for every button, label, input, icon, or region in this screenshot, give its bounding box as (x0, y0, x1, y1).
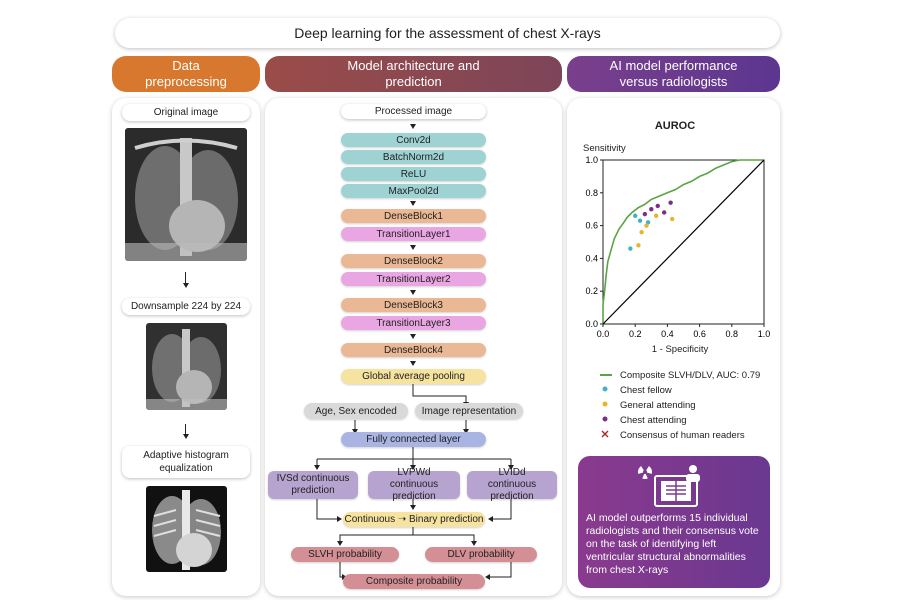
column-header-preprocessing: Data preprocessing (112, 56, 260, 92)
transitionlayer3-layer: TransitionLayer3 (341, 316, 486, 330)
roc-title: AUROC (654, 120, 696, 132)
histogram-label: Adaptive histogram equalization (122, 446, 250, 478)
transitionlayer2-layer: TransitionLayer2 (341, 272, 486, 286)
slvh-probability-box: SLVH probability (291, 547, 399, 562)
denseblock2-layer: DenseBlock2 (341, 254, 486, 268)
y-tick-label: 0.6 (585, 221, 598, 231)
reader-point (655, 203, 660, 209)
original-xray-image (125, 128, 247, 261)
lvidd-prediction-box: LVIDd continuous prediction (467, 467, 557, 502)
radiologist-xray-icon (638, 464, 700, 507)
reader-point (644, 223, 649, 228)
summary-text: AI model outperforms 15 individual radio… (586, 512, 759, 576)
reader-point (661, 210, 667, 215)
composite-probability-box: Composite probability (343, 574, 485, 589)
x-tick-label: 0.2 (629, 329, 642, 339)
relu-layer: ReLU (341, 167, 486, 181)
legend-chest: Chest attending (600, 414, 687, 427)
legend-composite-label: Composite SLVH/DLV, AUC: 0.79 (620, 370, 761, 381)
reader-point (639, 229, 644, 235)
dlv-probability-box: DLV probability (425, 547, 537, 562)
denseblock3-layer: DenseBlock3 (341, 298, 486, 312)
downsample-label: Downsample 224 by 224 (122, 298, 250, 315)
reader-point (628, 246, 633, 251)
x-tick-label: 1.0 (758, 329, 771, 339)
original-image-label: Original image (122, 104, 250, 121)
fc-branch-connector (314, 447, 514, 470)
lvpwd-prediction-box: LVPWd continuous prediction (368, 467, 460, 502)
diagonal-reference-line (602, 159, 765, 325)
page-title: Deep learning for the assessment of ches… (115, 18, 780, 48)
denseblock4-layer: DenseBlock4 (341, 343, 486, 357)
x-tick-label: 0.4 (661, 329, 674, 339)
reader-point (633, 213, 638, 218)
denseblock1-layer: DenseBlock1 (341, 209, 486, 223)
roc-y-label: Sensitivity (583, 143, 626, 154)
legend-fellow: Chest fellow (600, 384, 672, 397)
legend-chest-label: Chest attending (620, 415, 687, 426)
legend-consensus-label: Consensus of human readers (620, 430, 745, 441)
age-sex-encoded-box: Age, Sex encoded (304, 403, 408, 419)
ivsd-prediction-box: IVSd continuous prediction (268, 471, 358, 499)
transitionlayer1-layer: TransitionLayer1 (341, 227, 486, 241)
reader-point (653, 213, 659, 218)
global-average-pooling-layer: Global average pooling (341, 369, 486, 384)
y-tick-label: 0.4 (585, 253, 598, 263)
legend-composite: Composite SLVH/DLV, AUC: 0.79 (600, 369, 760, 382)
conv2d-layer: Conv2d (341, 133, 486, 147)
x-tick-label: 0.0 (597, 329, 610, 339)
column-header-performance: AI model performance versus radiologists (567, 56, 780, 92)
reader-point (649, 207, 654, 212)
legend-dot-marker (600, 385, 614, 396)
processed-image-label: Processed image (341, 104, 486, 119)
image-representation-box: Image representation (415, 403, 523, 419)
y-tick-label: 0.0 (585, 319, 598, 329)
prediction-merge-connector (316, 499, 512, 580)
x-tick-label: 0.8 (726, 329, 739, 339)
legend-consensus: Consensus of human readers (600, 429, 745, 442)
reader-point (670, 216, 675, 222)
downsampled-xray-image (146, 323, 227, 410)
roc-chart: 0.00.0 0.2 0.2 0.4 0.4 0.6 0.6 0.8 0.8 1.0 1.0 (585, 155, 771, 339)
reader-point (645, 220, 651, 225)
legend-dot-marker (600, 400, 614, 411)
y-tick-label: 1.0 (585, 155, 598, 165)
equalized-xray-image (146, 486, 227, 572)
reader-point (668, 200, 673, 205)
batchnorm-layer: BatchNorm2d (341, 150, 486, 164)
legend-dot-marker (600, 415, 614, 426)
summary-box: AI model outperforms 15 individual radio… (578, 456, 770, 588)
reader-point (642, 211, 648, 217)
y-tick-label: 0.2 (585, 286, 598, 296)
fully-connected-layer: Fully connected layer (341, 432, 486, 447)
binary-prediction-box: Continuous ➝ Binary prediction (343, 512, 485, 527)
reader-point (636, 243, 641, 248)
y-tick-label: 0.8 (585, 188, 598, 198)
legend-general-label: General attending (620, 400, 696, 411)
roc-plot-frame (602, 159, 765, 325)
legend-fellow-label: Chest fellow (620, 385, 672, 396)
legend-line-marker (600, 370, 614, 381)
column-header-architecture: Model architecture and prediction (265, 56, 562, 92)
legend-cross-marker (600, 430, 614, 441)
x-tick-label: 0.6 (693, 329, 706, 339)
legend-general: General attending (600, 399, 696, 412)
reader-point (637, 218, 643, 223)
roc-x-label: 1 - Specificity (651, 344, 709, 355)
maxpool-layer: MaxPool2d (341, 184, 486, 198)
roc-curve-line (602, 159, 764, 324)
